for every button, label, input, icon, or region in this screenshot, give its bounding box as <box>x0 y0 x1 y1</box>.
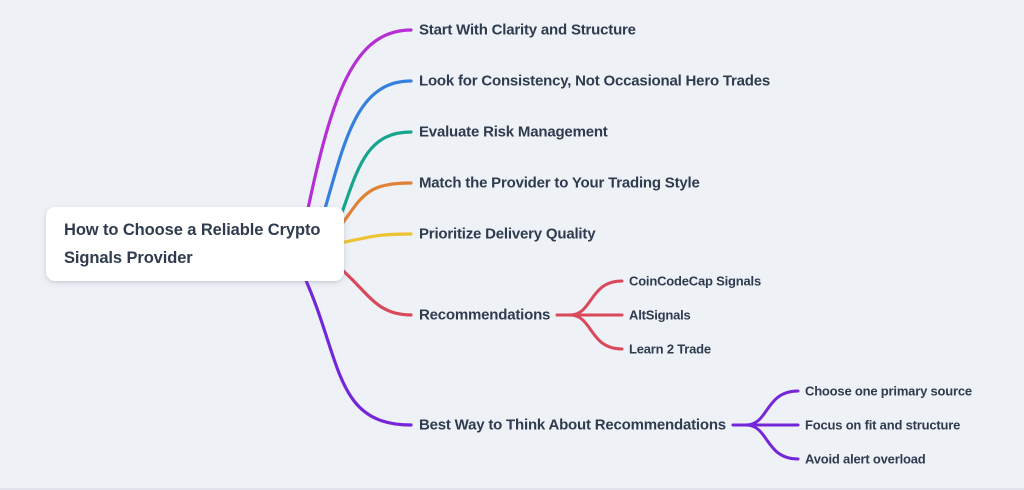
child-node-recommendations-1[interactable]: AltSignals <box>629 307 691 323</box>
branch-node-consistency[interactable]: Look for Consistency, Not Occasional Her… <box>419 72 771 90</box>
child-node-recommendations-0[interactable]: CoinCodeCap Signals <box>629 273 761 289</box>
child-curve-recommendations-0 <box>568 279 624 317</box>
child-node-best-way-1[interactable]: Focus on fit and structure <box>805 417 961 433</box>
branch-node-best-way[interactable]: Best Way to Think About Recommendations <box>419 416 726 434</box>
branch-curve-best-way <box>302 274 413 427</box>
branch-node-clarity[interactable]: Start With Clarity and Structure <box>419 21 636 39</box>
branch-curve-recommendations <box>331 260 413 317</box>
branch-node-recommendations[interactable]: Recommendations <box>419 306 551 324</box>
child-curve-best-way-2 <box>744 423 800 461</box>
child-node-best-way-0[interactable]: Choose one primary source <box>805 383 972 399</box>
root-node[interactable]: How to Choose a Reliable Crypto Signals … <box>46 207 344 281</box>
root-node-label: How to Choose a Reliable Crypto Signals … <box>64 221 321 267</box>
child-curve-recommendations-2 <box>568 313 624 351</box>
child-node-recommendations-2[interactable]: Learn 2 Trade <box>629 341 711 357</box>
branch-node-risk[interactable]: Evaluate Risk Management <box>419 123 608 141</box>
branch-curve-delivery <box>334 232 413 246</box>
branch-node-trading-style[interactable]: Match the Provider to Your Trading Style <box>419 174 700 192</box>
child-node-best-way-2[interactable]: Avoid alert overload <box>805 451 926 467</box>
branch-node-delivery[interactable]: Prioritize Delivery Quality <box>419 225 596 243</box>
child-curve-best-way-0 <box>744 389 800 427</box>
